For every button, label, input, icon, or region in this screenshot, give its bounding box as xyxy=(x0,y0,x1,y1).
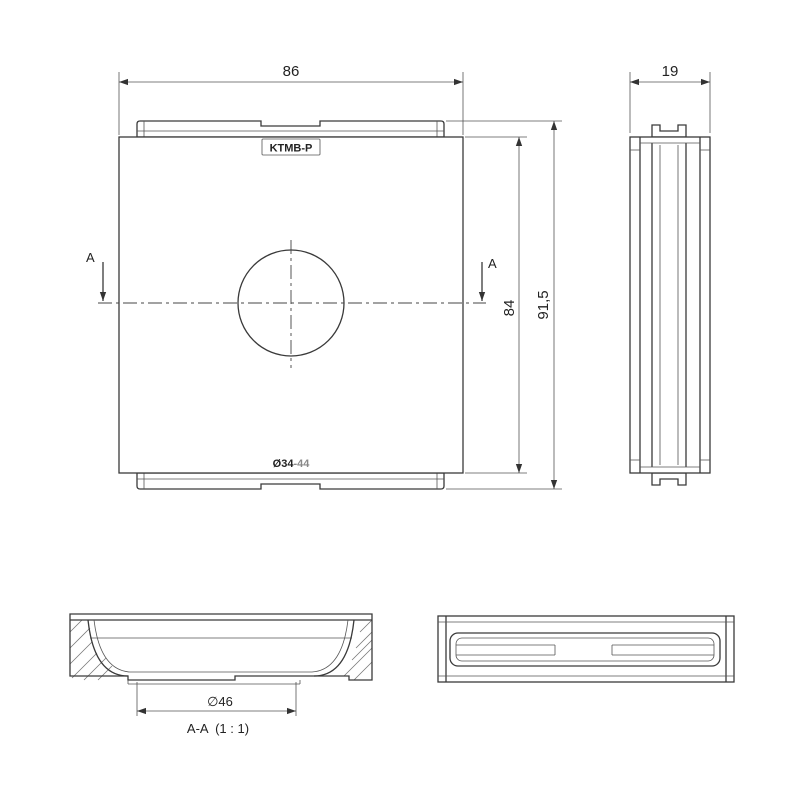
side-body xyxy=(629,136,711,474)
product-code-box xyxy=(261,138,321,156)
section-outline xyxy=(69,613,373,681)
section-view xyxy=(69,613,373,685)
depth-dimension-value: 19 xyxy=(662,63,679,80)
inner-height-dimension-value: 84 xyxy=(501,300,518,317)
dimension-width: 86 xyxy=(118,63,464,135)
dimension-depth: 19 xyxy=(629,63,711,133)
width-dimension-value: 86 xyxy=(283,63,300,80)
dimension-outer-height: 91,5 xyxy=(446,120,562,490)
outer-height-dimension-value: 91,5 xyxy=(535,290,552,319)
section-mark-left: A xyxy=(86,250,95,265)
diameter-range-label: Ø34-44 xyxy=(273,458,311,470)
bottom-tab xyxy=(136,472,445,490)
section-caption: A-A (1 : 1) xyxy=(187,721,249,736)
top-tab xyxy=(136,120,445,138)
hole-diameter-value: ∅46 xyxy=(207,694,233,709)
bottom-view xyxy=(437,615,735,683)
side-view xyxy=(629,124,711,486)
front-plate xyxy=(118,136,464,474)
bottom-view-body xyxy=(437,615,735,683)
front-view: KTMB-P Ø34-44 xyxy=(98,120,486,490)
dimension-hole: ∅46 xyxy=(136,682,297,716)
product-code-label: KTMB-P xyxy=(270,143,313,155)
dimension-inner-height: 84 xyxy=(465,136,527,474)
section-mark-right: A xyxy=(488,256,497,271)
section-marks: A A xyxy=(86,250,497,301)
